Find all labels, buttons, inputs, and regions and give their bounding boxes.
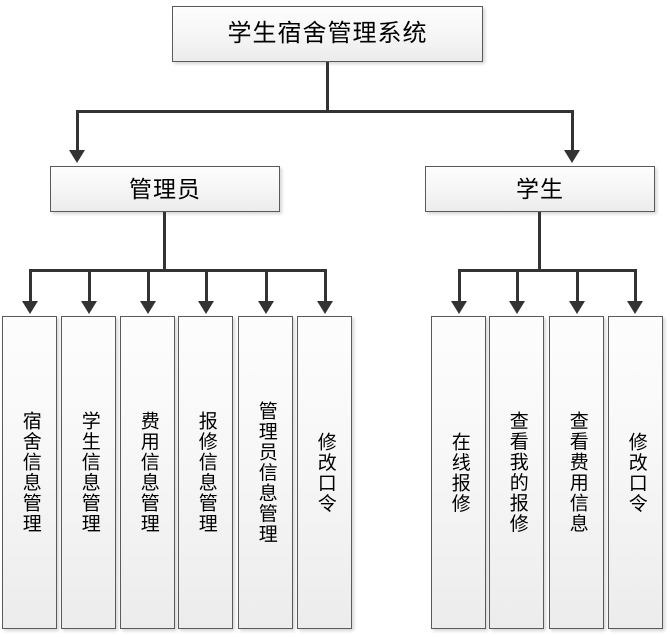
connector-student-drop-3: [634, 269, 637, 303]
node-leaf-student-0-label: 在线报修: [448, 431, 470, 514]
arrowhead-admin-4: [258, 301, 274, 314]
node-leaf-admin-2-label: 费用信息管理: [137, 411, 159, 534]
connector-admin-stem: [163, 212, 166, 272]
node-leaf-admin-1[interactable]: 学生信息管理: [61, 316, 116, 629]
connector-admin-drop-5: [324, 269, 327, 303]
arrowhead-branch-1: [564, 150, 580, 163]
arrowhead-admin-2: [140, 301, 156, 314]
node-leaf-student-2-label: 查看费用信息: [566, 411, 588, 534]
connector-student-drop-2: [576, 269, 579, 303]
node-branch-student-label: 学生: [516, 176, 564, 202]
node-leaf-admin-3-label: 报修信息管理: [195, 411, 217, 534]
connector-root-to-branch-0: [76, 110, 79, 152]
arrowhead-branch-0: [69, 150, 85, 163]
node-branch-admin[interactable]: 管理员: [50, 166, 280, 212]
node-leaf-student-1[interactable]: 查看我的报修: [489, 316, 544, 629]
connector-root-bus: [76, 110, 574, 113]
arrowhead-student-1: [509, 301, 525, 314]
arrowhead-student-0: [451, 301, 467, 314]
connector-admin-drop-1: [88, 269, 91, 303]
connector-admin-bus: [29, 269, 327, 272]
arrowhead-student-2: [569, 301, 585, 314]
connector-admin-drop-4: [265, 269, 268, 303]
connector-student-bus: [458, 269, 637, 272]
node-leaf-admin-1-label: 学生信息管理: [78, 411, 100, 534]
node-root[interactable]: 学生宿舍管理系统: [172, 6, 483, 62]
node-root-label: 学生宿舍管理系统: [227, 21, 428, 47]
node-leaf-admin-0[interactable]: 宿舍信息管理: [2, 316, 57, 629]
connector-root-to-branch-1: [571, 110, 574, 152]
node-leaf-admin-2[interactable]: 费用信息管理: [120, 316, 175, 629]
node-leaf-admin-4-label: 管理员信息管理: [255, 400, 277, 545]
connector-admin-drop-2: [147, 269, 150, 303]
node-leaf-admin-0-label: 宿舍信息管理: [19, 411, 41, 534]
arrowhead-admin-3: [198, 301, 214, 314]
node-leaf-student-2[interactable]: 查看费用信息: [549, 316, 604, 629]
node-leaf-admin-5-label: 修改口令: [314, 431, 336, 514]
connector-student-drop-0: [458, 269, 461, 303]
connector-root-stem: [326, 62, 329, 112]
connector-student-stem: [538, 212, 541, 272]
node-leaf-admin-3[interactable]: 报修信息管理: [178, 316, 233, 629]
node-branch-student[interactable]: 学生: [425, 166, 655, 212]
node-leaf-student-3[interactable]: 修改口令: [608, 316, 663, 629]
node-branch-admin-label: 管理员: [129, 176, 201, 202]
node-leaf-admin-4[interactable]: 管理员信息管理: [238, 316, 293, 629]
node-leaf-admin-5[interactable]: 修改口令: [297, 316, 352, 629]
arrowhead-student-3: [627, 301, 643, 314]
node-leaf-student-0[interactable]: 在线报修: [431, 316, 486, 629]
connector-admin-drop-3: [205, 269, 208, 303]
arrowhead-admin-5: [317, 301, 333, 314]
arrowhead-admin-1: [81, 301, 97, 314]
arrowhead-admin-0: [22, 301, 38, 314]
node-leaf-student-1-label: 查看我的报修: [506, 411, 528, 534]
node-leaf-student-3-label: 修改口令: [625, 431, 647, 514]
connector-admin-drop-0: [29, 269, 32, 303]
connector-student-drop-1: [516, 269, 519, 303]
